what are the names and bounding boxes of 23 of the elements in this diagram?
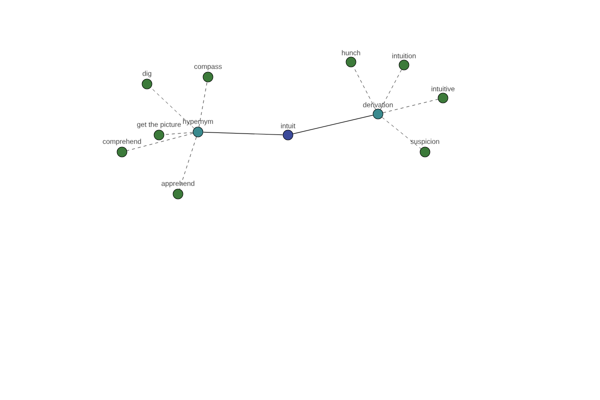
connector-line — [126, 133, 194, 151]
connector-line — [380, 69, 402, 110]
graph-node — [172, 188, 184, 200]
graph-node — [116, 146, 128, 158]
connector-line — [382, 117, 422, 149]
graph-node — [372, 108, 384, 120]
graph-node — [154, 130, 164, 140]
graph-node — [192, 126, 204, 138]
connector-line — [353, 66, 376, 110]
connector-line — [179, 136, 197, 190]
connector-line — [198, 82, 208, 128]
graph-node — [142, 78, 152, 90]
connector-line — [292, 114, 374, 134]
connector-line — [202, 132, 284, 136]
graph-node — [420, 146, 430, 158]
graph-node — [202, 72, 214, 82]
connector-line — [382, 99, 438, 113]
graph-node — [398, 60, 410, 70]
graph-node — [346, 56, 356, 68]
graph-node — [438, 92, 448, 104]
connector-line — [164, 132, 193, 135]
graph-node — [282, 130, 294, 140]
connector-line — [150, 87, 194, 129]
